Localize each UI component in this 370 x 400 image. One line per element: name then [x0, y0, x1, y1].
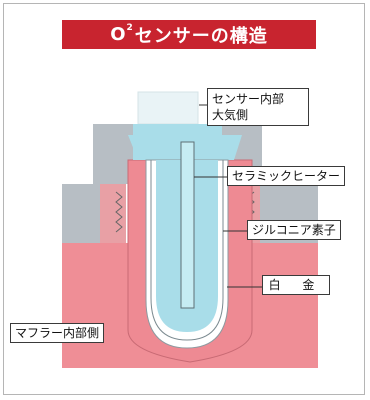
housing-left-upper [93, 124, 133, 184]
ceramic-heater [180, 141, 195, 309]
title-text: センサーの構造 [134, 25, 268, 47]
label-sensor-inner-air: センサー内部 大気側 [207, 88, 309, 126]
label-muffler-inner-side: マフラー内部側 [10, 323, 105, 343]
thread-left [100, 184, 126, 243]
platinum-layer [150, 160, 224, 341]
title-o: O [110, 24, 127, 45]
thread-zigzag-left [115, 191, 123, 233]
label-ceramic-heater: セラミックヒーター [227, 166, 346, 186]
label-platinum: 白 金 [262, 275, 330, 295]
air-duct-outline [137, 91, 199, 125]
label-sensor-inner-air-text: センサー内部 大気側 [212, 92, 285, 122]
label-zirconia-element: ジルコニア素子 [247, 220, 341, 240]
